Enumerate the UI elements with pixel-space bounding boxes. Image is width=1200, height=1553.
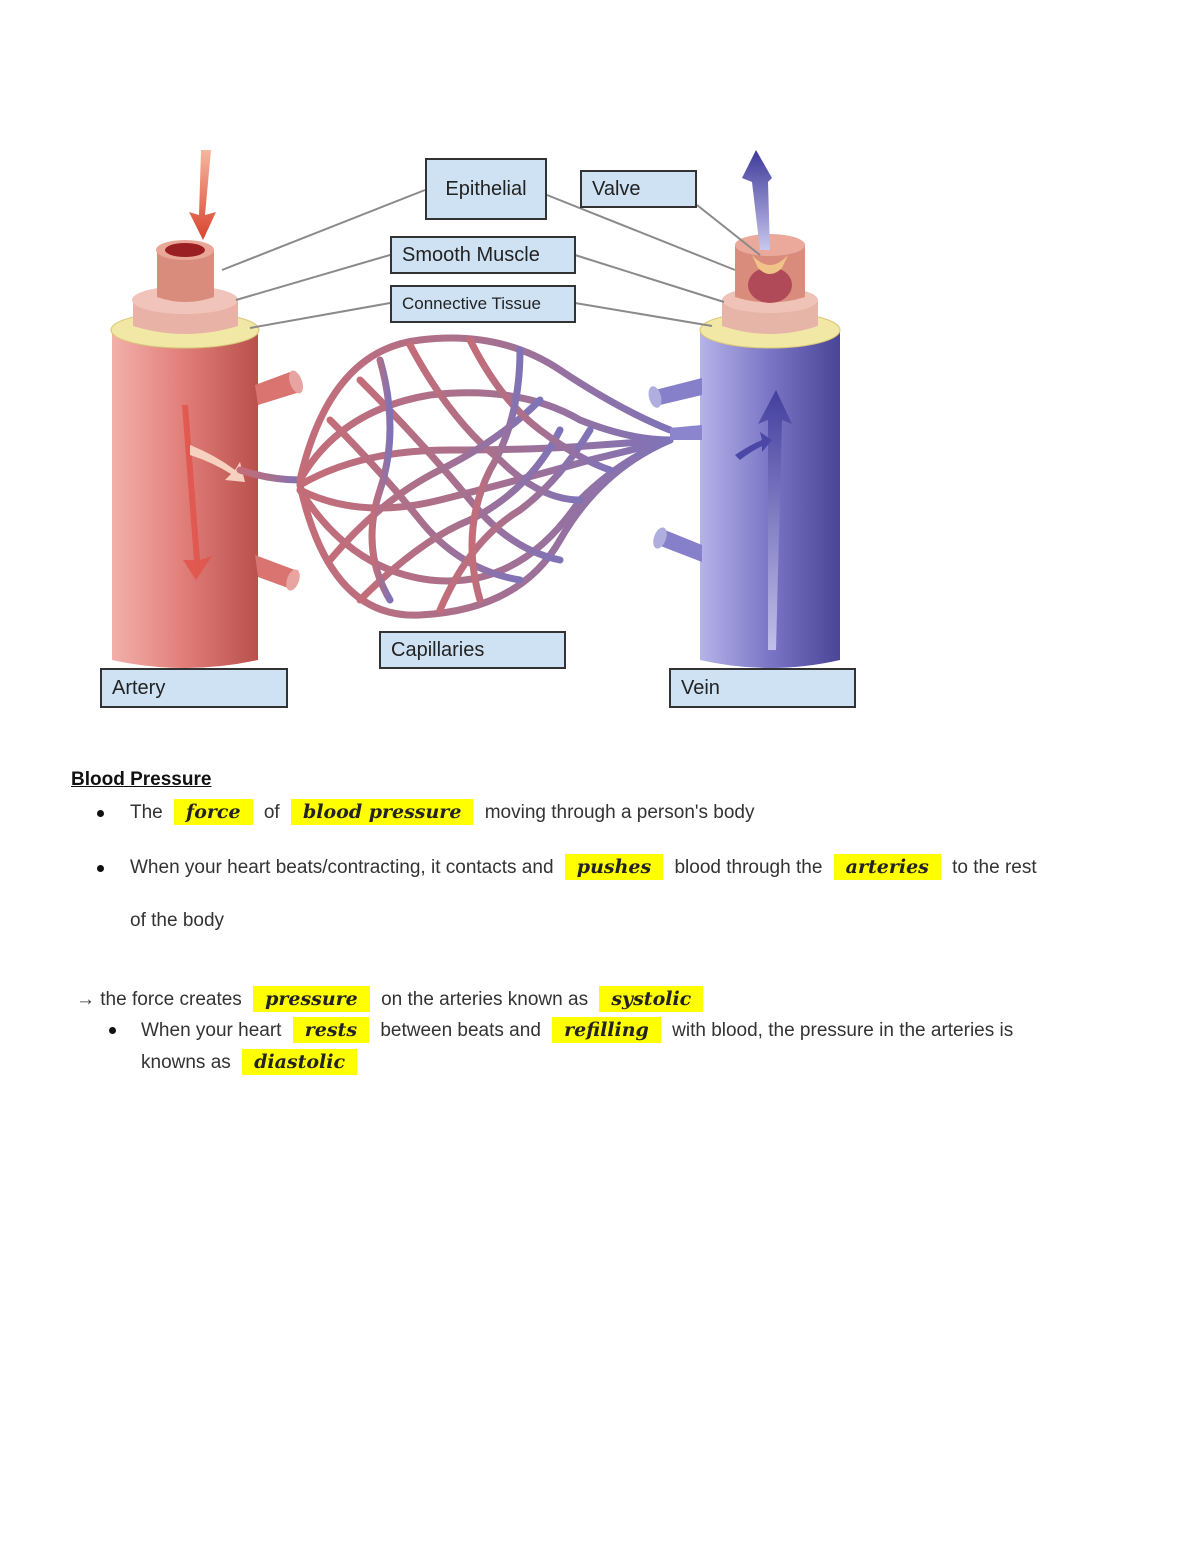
text: between beats and [380,1020,541,1041]
text: When your heart beats/contracting, it co… [130,857,554,878]
text: with blood, the pressure in the arteries… [672,1020,1014,1041]
section-heading: Blood Pressure [71,769,212,790]
text: knowns as [141,1052,231,1073]
text: blood through the [674,857,823,878]
text: to the rest [952,857,1037,878]
highlight-diastolic: diastolic [242,1049,358,1075]
text: moving through a person's body [484,802,755,823]
label-smooth-muscle: Smooth Muscle [390,236,576,274]
label-vein: Vein [669,668,856,708]
highlight-rests: rests [292,1017,370,1043]
blood-vessel-diagram [110,150,841,668]
label-connective-tissue: Connective Tissue [390,285,576,323]
bullet-line-2: When your heart beats/contracting, it co… [130,854,1037,880]
label-valve: Valve [580,170,697,208]
text: on the arteries known as [381,989,589,1010]
bullet-dot [97,865,104,872]
vein-tube [648,234,841,668]
label-artery: Artery [100,668,288,708]
highlight-refilling: refilling [552,1017,661,1043]
text: of the body [130,910,225,931]
highlight-force: force [174,799,253,825]
label-epithelial: Epithelial [425,158,547,220]
highlight-systolic: systolic [599,986,704,1012]
arrow-down-icon [189,150,216,240]
highlight-blood-pressure: blood pressure [290,799,474,825]
artery-tube [110,240,303,668]
highlight-pressure: pressure [253,986,370,1012]
text: The [130,802,163,823]
bullet-dot [97,810,104,817]
arrow-up-icon [742,150,772,250]
text: When your heart [141,1020,282,1041]
leader-lines [221,189,761,329]
highlight-pushes: pushes [564,854,664,880]
bullet-line-3-cont: knowns as diastolic [141,1049,363,1075]
bullet-dot [109,1027,116,1034]
bullet-line-3: When your heart rests between beats and … [141,1017,1013,1043]
text: of [263,802,280,823]
label-capillaries: Capillaries [379,631,566,669]
capillary-network [236,334,674,619]
bullet-line-1: The force of blood pressure moving throu… [130,799,755,825]
arrow-line: → the force creates pressure on the arte… [76,986,709,1012]
highlight-arteries: arteries [833,854,941,880]
bullet-line-2-cont: of the body [130,910,224,932]
text: → the force creates [76,989,242,1010]
